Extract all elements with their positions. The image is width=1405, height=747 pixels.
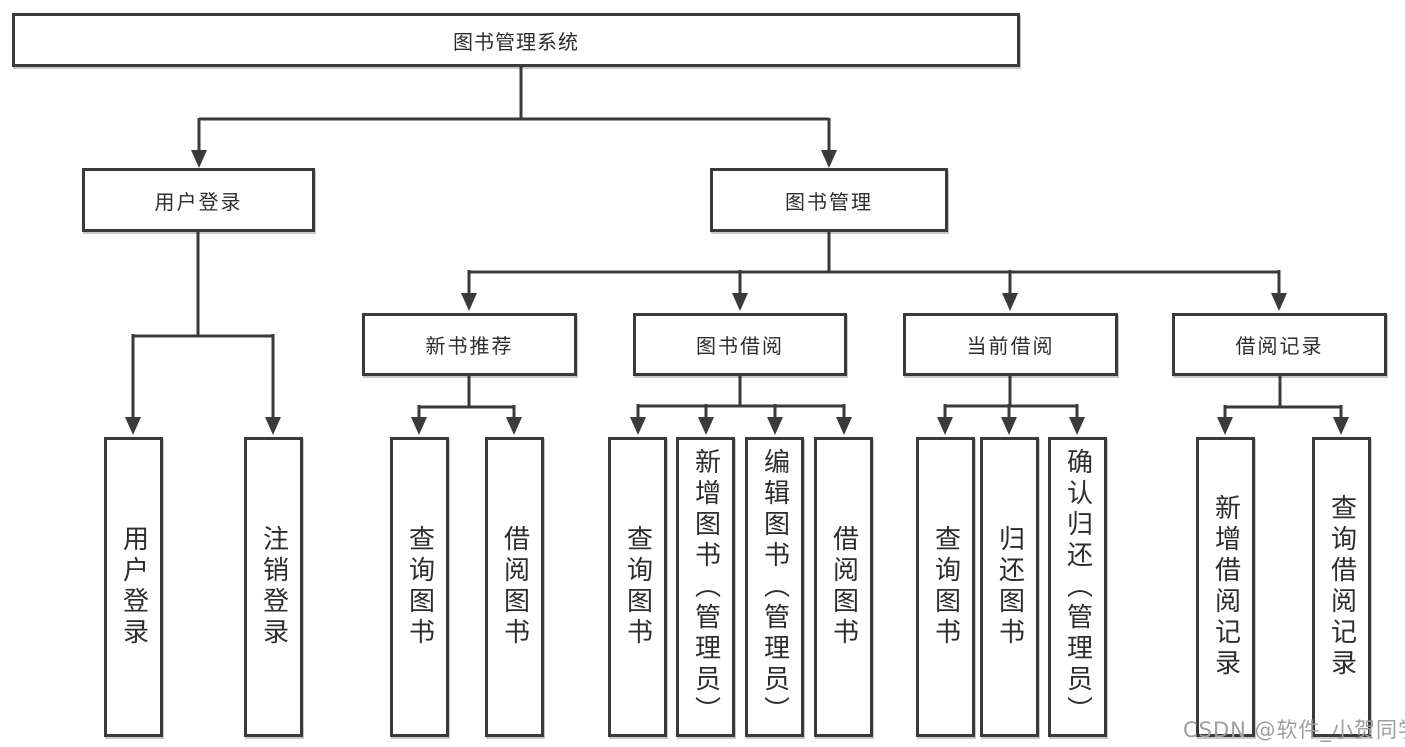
leaf-borrow-books-borrowing: 借阅图书 xyxy=(814,437,873,737)
node-user-login: 用户登录 xyxy=(82,168,315,232)
leaf-borrow-books-recommend: 借阅图书 xyxy=(485,437,544,737)
leaf-borrow-books-borrowing-label: 借阅图书 xyxy=(828,525,859,649)
leaf-logout-label: 注销登录 xyxy=(258,525,289,649)
csdn-watermark: CSDN @软件_小贺同学 xyxy=(1183,718,1405,742)
leaf-user-login-label: 用户登录 xyxy=(118,525,149,649)
node-new-book-recommend: 新书推荐 xyxy=(362,313,577,376)
leaf-confirm-return-admin: 确认归还（管理员） xyxy=(1048,437,1107,737)
node-library-system-label: 图书管理系统 xyxy=(453,29,579,54)
leaf-query-books-borrowing: 查询图书 xyxy=(608,437,667,737)
leaf-logout: 注销登录 xyxy=(244,437,303,737)
leaf-add-book-admin: 新增图书（管理员） xyxy=(676,437,735,737)
node-book-borrowing: 图书借阅 xyxy=(633,313,847,376)
leaf-query-books-recommend: 查询图书 xyxy=(390,437,449,737)
leaf-return-book-label: 归还图书 xyxy=(994,525,1025,649)
node-borrowing-records-label: 借阅记录 xyxy=(1235,334,1324,358)
leaf-add-borrow-record: 新增借阅记录 xyxy=(1196,437,1255,737)
node-book-borrowing-label: 图书借阅 xyxy=(696,334,784,358)
leaf-return-book: 归还图书 xyxy=(980,437,1039,737)
leaf-query-borrow-record-label: 查询借阅记录 xyxy=(1326,494,1357,680)
node-new-book-recommend-label: 新书推荐 xyxy=(425,334,514,358)
leaf-query-borrow-record: 查询借阅记录 xyxy=(1312,437,1371,737)
leaf-add-book-admin-label: 新增图书（管理员） xyxy=(690,447,721,727)
leaf-query-books-current-label: 查询图书 xyxy=(930,525,961,649)
node-user-login-label: 用户登录 xyxy=(154,189,243,214)
leaf-confirm-return-admin-label: 确认归还（管理员） xyxy=(1062,447,1093,727)
leaf-user-login: 用户登录 xyxy=(104,437,163,737)
leaf-query-books-recommend-label: 查询图书 xyxy=(404,525,435,649)
node-book-management-label: 图书管理 xyxy=(785,189,873,214)
leaf-query-books-current: 查询图书 xyxy=(916,437,975,737)
leaf-edit-book-admin: 编辑图书（管理员） xyxy=(745,437,804,737)
node-library-system: 图书管理系统 xyxy=(12,13,1020,67)
node-book-management: 图书管理 xyxy=(710,168,948,232)
node-borrowing-records: 借阅记录 xyxy=(1172,313,1387,376)
leaf-borrow-books-recommend-label: 借阅图书 xyxy=(499,525,530,649)
leaf-edit-book-admin-label: 编辑图书（管理员） xyxy=(759,447,790,727)
node-current-borrowing: 当前借阅 xyxy=(903,313,1118,376)
node-current-borrowing-label: 当前借阅 xyxy=(966,334,1055,358)
leaf-add-borrow-record-label: 新增借阅记录 xyxy=(1210,494,1241,680)
leaf-query-books-borrowing-label: 查询图书 xyxy=(622,525,653,649)
